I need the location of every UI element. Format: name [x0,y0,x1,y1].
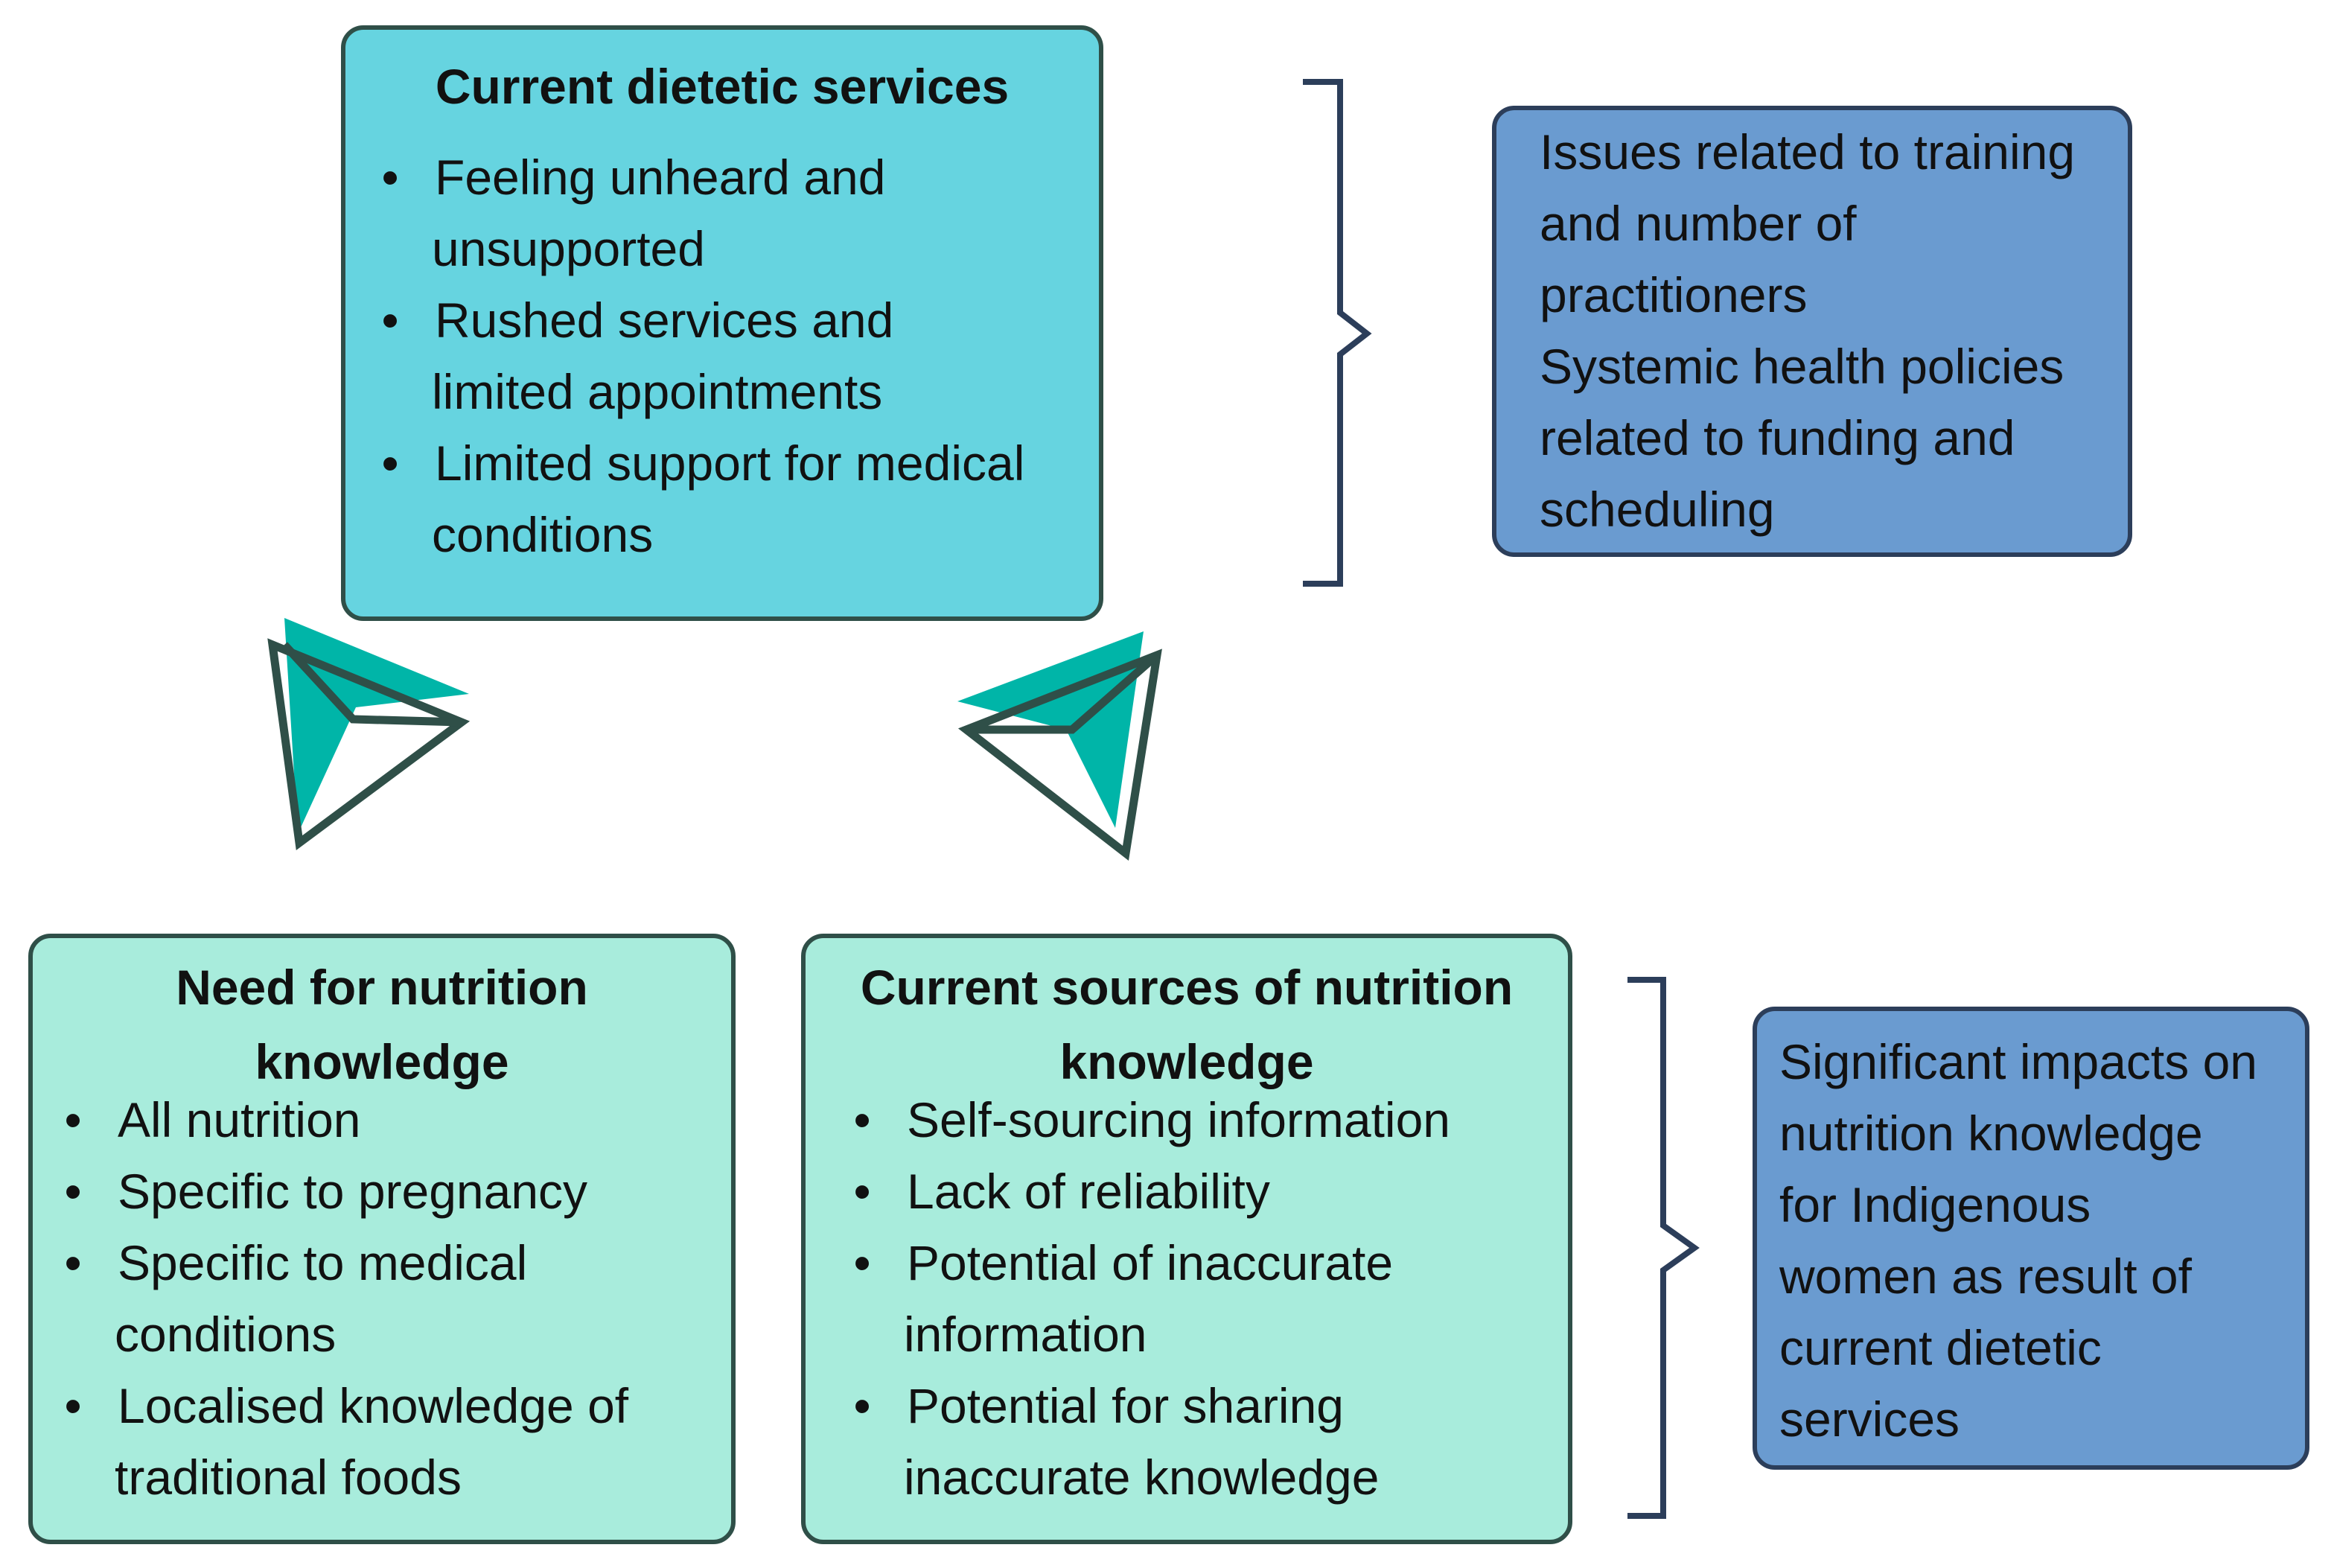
bullet-icon: • [381,293,399,348]
bullet-list: • Feeling unheard and unsupported • Rush… [375,141,1090,570]
bullet-list: • Self-sourcing information • Lack of re… [847,1084,1450,1513]
bullet-icon: • [64,1092,82,1147]
bullet-icon: • [853,1378,871,1433]
list-item: • Specific to pregnancy [58,1156,628,1227]
bullet-icon: • [853,1235,871,1290]
bullet-icon: • [853,1164,871,1219]
right-brace-icon [1627,977,1700,1519]
list-item: • Localised knowledge of traditional foo… [58,1370,628,1513]
list-item: • Self-sourcing information [847,1084,1450,1156]
current-dietetic-services-box: Current dietetic services • Feeling unhe… [341,25,1103,621]
list-item: • Specific to medical conditions [58,1227,628,1370]
bullet-icon: • [64,1235,82,1290]
right-brace-icon [1303,79,1372,587]
bullet-icon: • [381,436,399,491]
list-item: • Rushed services and limited appointmen… [375,284,1090,427]
box-title: Current dietetic services [435,59,1010,114]
list-item: • Limited support for medical conditions [375,427,1090,570]
arrow-down-left-icon [267,618,471,850]
box-title: Need for nutrition knowledge [176,960,588,1089]
need-for-nutrition-knowledge-box: Need for nutrition knowledge • All nutri… [28,934,736,1544]
box-title: Current sources of nutrition knowledge [860,960,1514,1089]
note-text: Significant impacts on nutrition knowled… [1779,1034,2257,1447]
list-item: • Potential for sharing inaccurate knowl… [847,1370,1450,1513]
training-policy-note-box: Issues related to training and number of… [1492,106,2132,557]
list-item: • Feeling unheard and unsupported [375,141,1090,284]
bullet-icon: • [381,150,399,205]
bullet-icon: • [64,1164,82,1219]
significant-impacts-note-box: Significant impacts on nutrition knowled… [1753,1007,2309,1470]
bullet-icon: • [853,1092,871,1147]
bullet-list: • All nutrition • Specific to pregnancy … [58,1084,628,1513]
arrow-down-right-icon [957,631,1162,861]
current-sources-of-nutrition-knowledge-box: Current sources of nutrition knowledge •… [801,934,1572,1544]
bullet-icon: • [64,1378,82,1433]
list-item: • All nutrition [58,1084,628,1156]
note-text: Issues related to training and number of… [1540,124,2076,537]
list-item: • Lack of reliability [847,1156,1450,1227]
list-item: • Potential of inaccurate information [847,1227,1450,1370]
